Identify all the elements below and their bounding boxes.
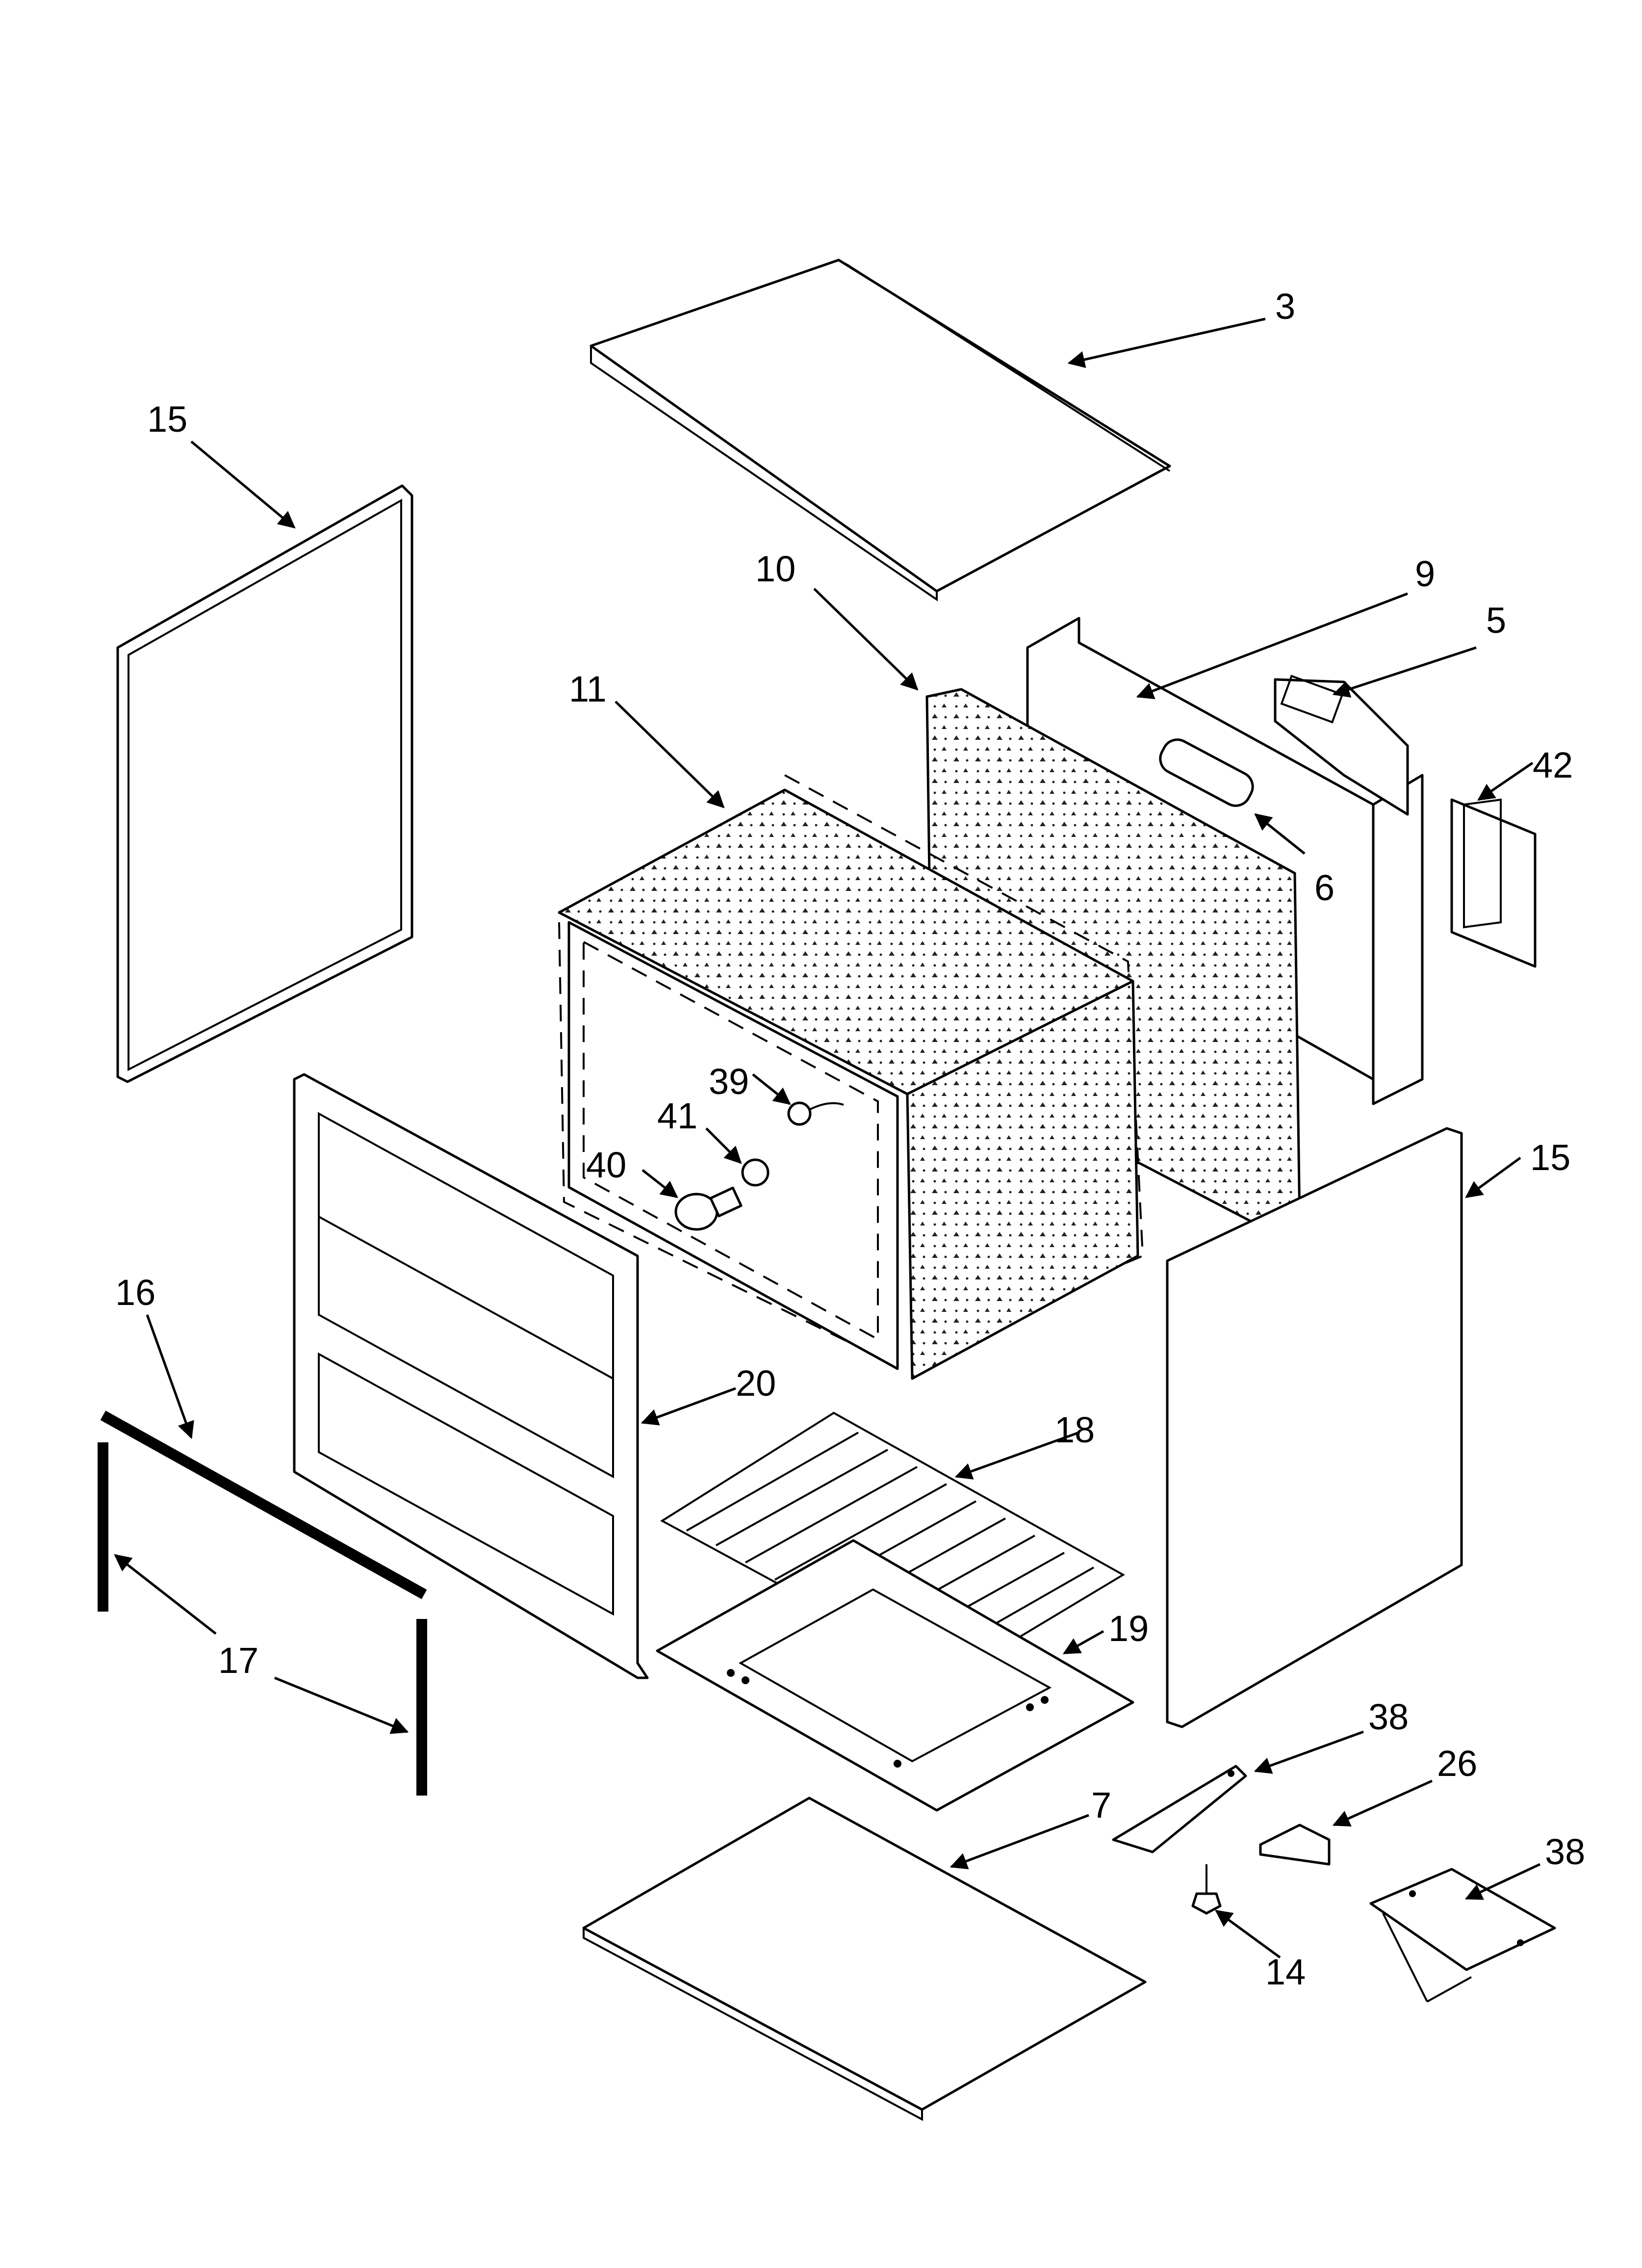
leader-11 bbox=[615, 701, 725, 808]
leader-16 bbox=[146, 1314, 194, 1439]
light-bulb-part bbox=[674, 1186, 743, 1231]
leveling-leg-part bbox=[1191, 1864, 1222, 1915]
leader-38b bbox=[1464, 1863, 1541, 1900]
callout-26: 26 bbox=[1437, 1743, 1477, 1784]
oven-bottom-part bbox=[656, 1539, 1134, 1812]
mounting-bracket-part bbox=[1369, 1868, 1556, 2003]
leader-15b bbox=[1465, 1156, 1521, 1199]
vent-cover-part bbox=[1159, 738, 1254, 807]
bracket-part bbox=[1450, 798, 1537, 968]
leader-26 bbox=[1332, 1779, 1433, 1827]
callout-15a: 15 bbox=[147, 399, 187, 440]
callout-20: 20 bbox=[736, 1363, 776, 1404]
leader-10 bbox=[813, 588, 919, 691]
callout-42: 42 bbox=[1533, 745, 1573, 785]
callout-38a: 38 bbox=[1368, 1696, 1409, 1737]
callout-18: 18 bbox=[1054, 1409, 1095, 1450]
callout-3: 3 bbox=[1275, 286, 1295, 327]
right-side-panel-part bbox=[1166, 1127, 1463, 1728]
callout-40: 40 bbox=[586, 1145, 626, 1185]
leader-7 bbox=[949, 1814, 1089, 1870]
left-side-panel-part bbox=[116, 484, 413, 1083]
leader-19 bbox=[1062, 1630, 1104, 1655]
leader-14 bbox=[1215, 1909, 1281, 1959]
callout-16: 16 bbox=[115, 1272, 155, 1313]
bottom-panel-part bbox=[582, 1797, 1147, 2121]
anti-tip-clip-part bbox=[1259, 1824, 1331, 1866]
callout-19: 19 bbox=[1108, 1608, 1149, 1649]
callout-41: 41 bbox=[657, 1095, 697, 1136]
leader-18 bbox=[954, 1431, 1079, 1480]
callout-9: 9 bbox=[1415, 553, 1435, 594]
callout-labels: 3 15 10 9 5 11 42 6 39 41 40 15 16 20 18… bbox=[115, 286, 1585, 1992]
callout-5: 5 bbox=[1486, 600, 1506, 641]
front-frame-part bbox=[293, 1073, 649, 1679]
callout-6: 6 bbox=[1314, 867, 1334, 908]
callout-14: 14 bbox=[1265, 1952, 1306, 1992]
leader-39 bbox=[752, 1073, 791, 1105]
leader-17a bbox=[114, 1554, 217, 1635]
callout-17: 17 bbox=[218, 1640, 258, 1681]
leader-15a bbox=[190, 441, 296, 529]
callout-39: 39 bbox=[709, 1061, 749, 1102]
leader-41 bbox=[705, 1127, 742, 1164]
leader-6 bbox=[1254, 813, 1306, 855]
callout-7: 7 bbox=[1091, 1785, 1111, 1825]
leader-20 bbox=[641, 1387, 736, 1426]
leader-3 bbox=[1067, 317, 1266, 368]
callout-11: 11 bbox=[569, 669, 607, 709]
top-panel-part bbox=[590, 259, 1171, 601]
light-lens-part bbox=[741, 1158, 770, 1187]
oven-insulation-part bbox=[558, 788, 1139, 1380]
leader-38a bbox=[1254, 1730, 1364, 1774]
leader-5 bbox=[1332, 646, 1477, 698]
leader-17b bbox=[274, 1676, 409, 1734]
callout-38b: 38 bbox=[1545, 1831, 1585, 1872]
callout-15b: 15 bbox=[1530, 1137, 1570, 1178]
callout-10: 10 bbox=[755, 548, 795, 589]
leader-42 bbox=[1477, 761, 1534, 801]
leader-40 bbox=[641, 1169, 678, 1199]
light-socket-part bbox=[787, 1101, 844, 1126]
leader-9 bbox=[1136, 592, 1408, 700]
trim-strip-part bbox=[100, 1410, 427, 1599]
leader-lines bbox=[114, 317, 1541, 1959]
leveling-bracket-part bbox=[1112, 1765, 1247, 1853]
